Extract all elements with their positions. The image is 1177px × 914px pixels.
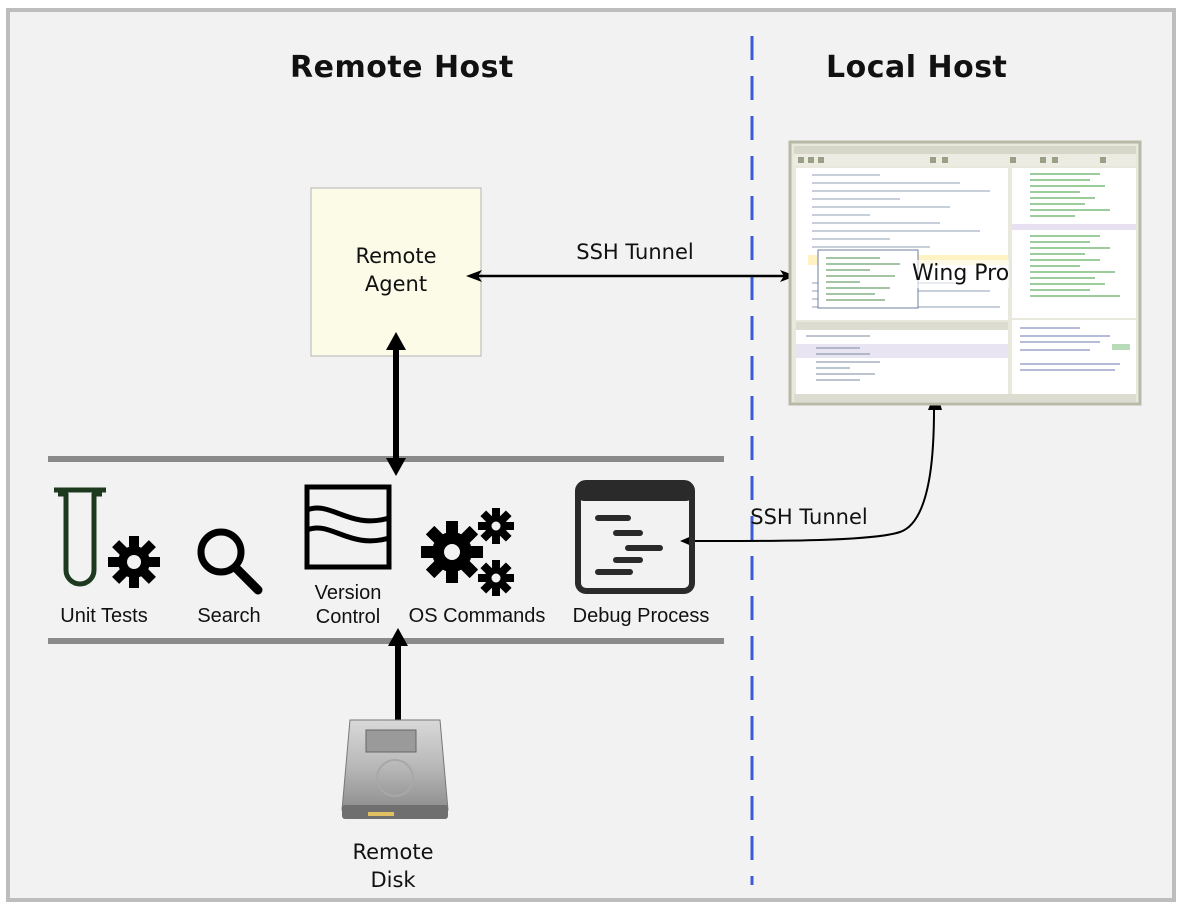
hard-drive-icon (341, 719, 449, 819)
tools-bar-top (48, 456, 724, 462)
search-label: Search (197, 605, 261, 627)
debug-window-icon (575, 480, 695, 594)
magnifier-icon (197, 528, 263, 595)
agent-to-tools-arrow (386, 332, 406, 476)
gears-icon (421, 508, 514, 596)
remote-disk-label-line2: Disk (370, 868, 416, 892)
version-control-label-line2: Control (315, 606, 381, 628)
test-tube-gear-icon (54, 487, 160, 588)
os-commands-label: OS Commands (408, 605, 546, 627)
local-host-heading: Local Host (826, 50, 1008, 85)
unit-tests-label: Unit Tests (60, 605, 148, 627)
version-control-icon (304, 484, 392, 570)
remote-host-heading: Remote Host (290, 50, 514, 85)
remote-agent-label-line1: Remote (355, 244, 437, 268)
ssh-tunnel-label-agent: SSH Tunnel (576, 240, 694, 264)
remote-agent-label-line2: Agent (364, 272, 428, 296)
version-control-label-line1: Version (314, 582, 382, 604)
wing-pro-label: Wing Pro (912, 260, 1010, 288)
wing-pro-screenshot (788, 140, 1142, 406)
agent-ssh-tunnel-arrow (466, 270, 796, 282)
remote-agent-box (310, 187, 482, 357)
tools-bar-bottom (48, 638, 724, 644)
ssh-tunnel-label-debug: SSH Tunnel (750, 505, 868, 529)
remote-disk-label-line1: Remote (352, 840, 434, 864)
debug-process-label: Debug Process (572, 605, 710, 627)
